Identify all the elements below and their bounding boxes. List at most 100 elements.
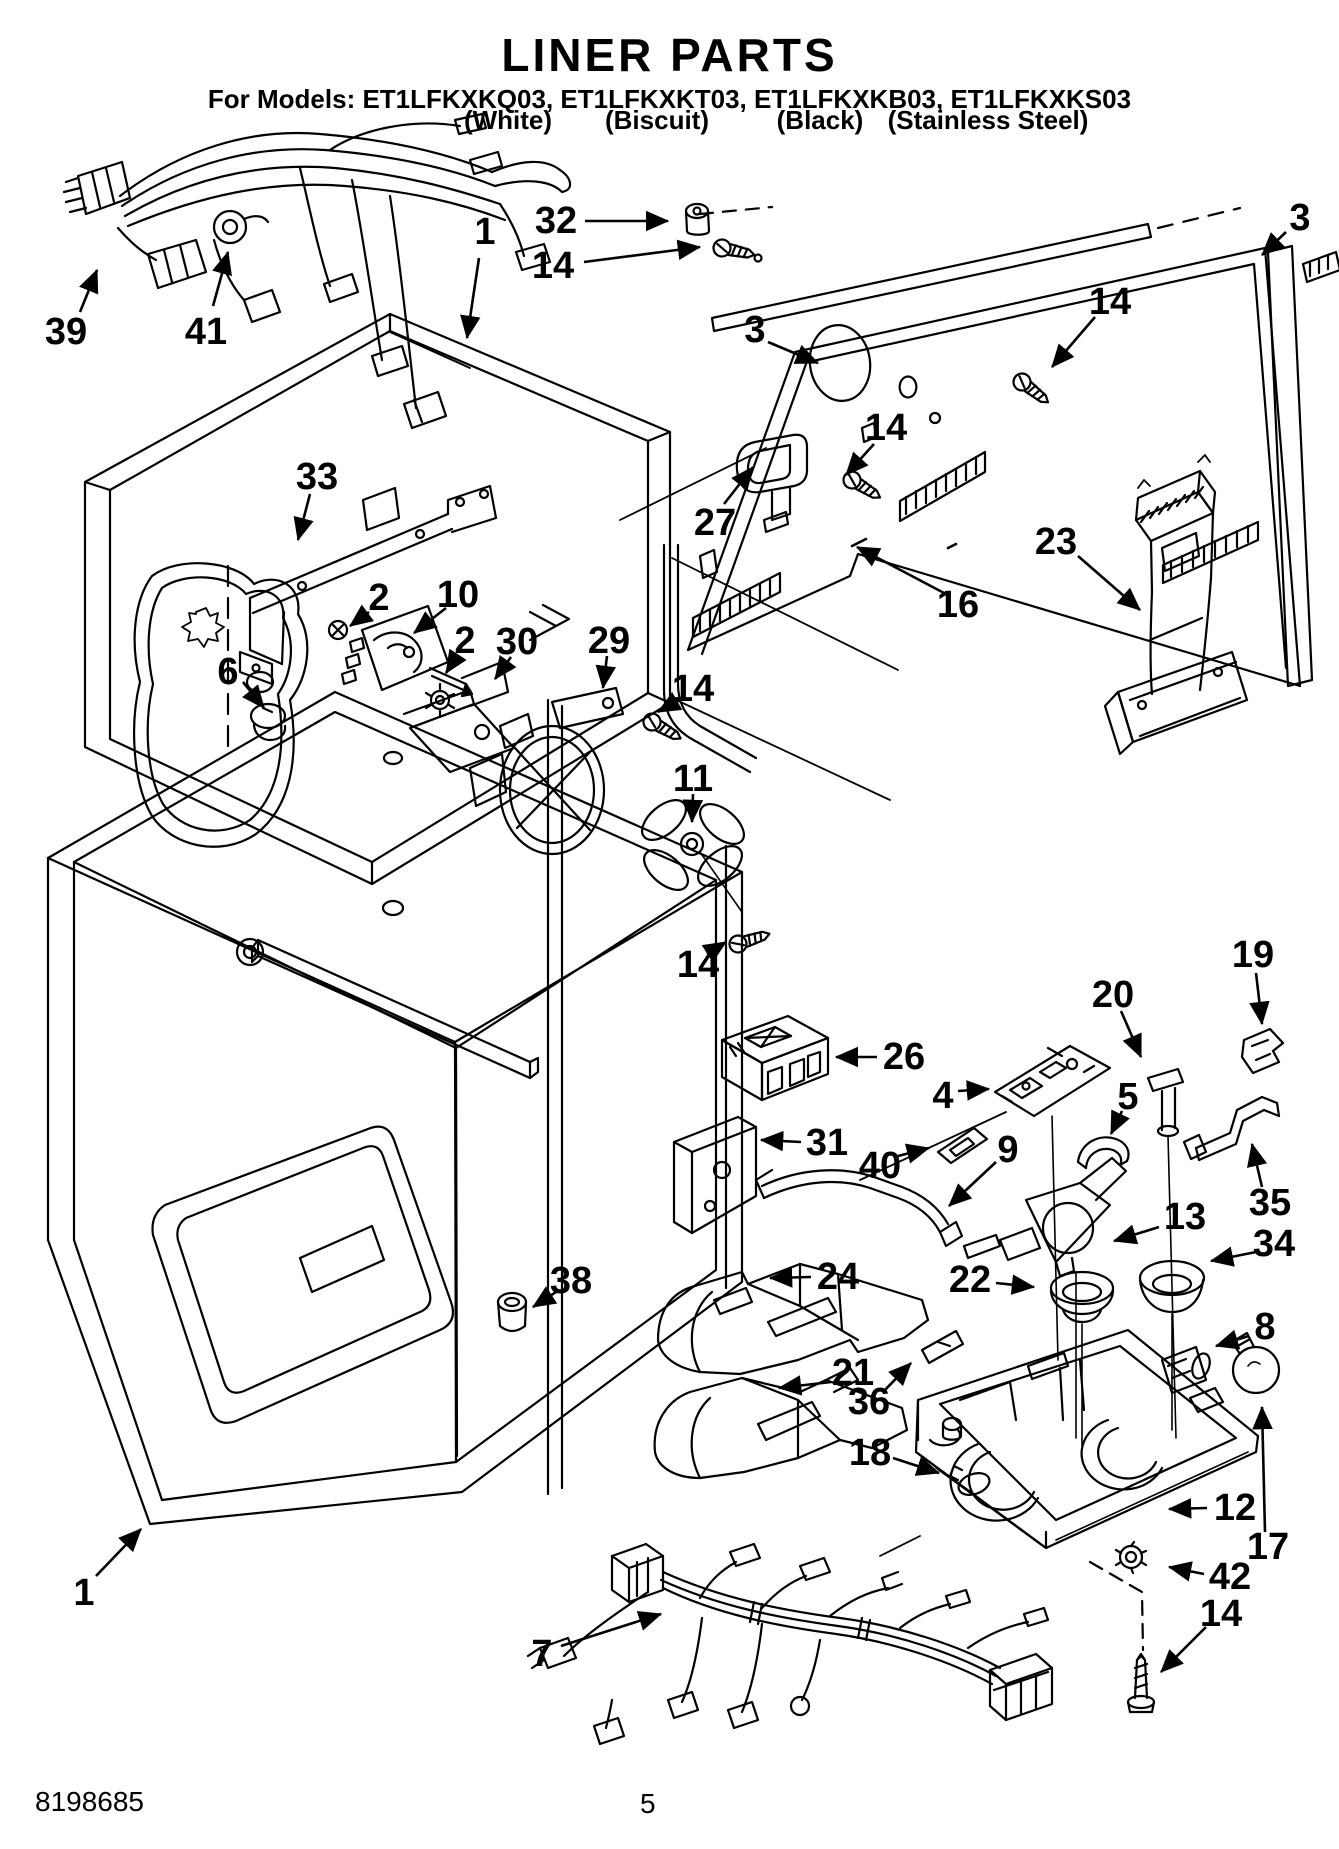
finish-label: (Stainless Steel) [887,105,1089,135]
callout-arrow [1077,555,1141,611]
air-tower-23 [1103,454,1249,756]
callout-arrow [759,1130,802,1152]
callout-arrow [444,648,467,674]
finish-label: (Black) [776,105,864,135]
callout-number: 2 [454,620,475,662]
callout-number: 1 [73,1572,94,1614]
fan-shroud-29 [468,543,758,856]
control-board-4 [993,1044,1112,1361]
bowl-34 [1138,1259,1206,1431]
bracket-33 [238,484,498,686]
leader-dash-42-14 [1088,1560,1145,1652]
page-title: LINER PARTS [501,29,838,81]
lamp-console-12 [914,1328,1260,1550]
foam-duct-21 [653,1366,909,1480]
wire-harness-top [62,112,572,430]
callout-arrow [1247,1142,1268,1188]
callout-arrow [595,655,616,690]
callout-arrow [95,1528,142,1577]
callout-arrow [1209,1246,1257,1267]
callout-number: 24 [817,1256,859,1298]
callout-arrow [1214,1329,1250,1350]
callout-number: 30 [496,621,538,663]
standoff-32 [684,202,711,236]
callout-number: 39 [45,311,87,353]
callout-arrow [1112,1224,1160,1245]
c-ring-5 [1076,1136,1130,1170]
callout-number: 13 [1164,1196,1206,1238]
callout-arrow [995,1274,1036,1295]
models-line: For Models: ET1LFKXKQ03, ET1LFKXKT03, ET… [207,84,1132,114]
callout-number: 32 [535,200,577,242]
callout-number: 4 [932,1075,953,1117]
callout-number: 11 [673,758,713,800]
callout-arrow [957,1080,991,1101]
callout-number: 7 [531,1633,552,1675]
callout-number: 8 [1254,1306,1275,1348]
callout-number: 23 [1035,521,1077,563]
callout-number: 35 [1249,1182,1291,1224]
callout-number: 38 [550,1260,592,1302]
nut-42 [1114,1540,1148,1575]
callout-arrow [1261,231,1287,256]
stem-20 [1146,1067,1185,1439]
callout-number: 40 [859,1145,901,1187]
callout-arrow [583,239,702,264]
document-number: 8198685 [35,1786,145,1817]
callout-number: 5 [1117,1076,1138,1118]
callout-arrow [493,654,517,680]
callout-arrow [1252,1405,1273,1533]
callout-arrow [560,1610,663,1648]
callout-arrow [532,1286,558,1309]
callout-number: 14 [532,245,574,287]
callout-number: 3 [1289,197,1310,239]
callout-number: 6 [217,651,238,693]
callout-arrow [1051,316,1096,368]
callout-number: 14 [672,668,714,710]
plate-31 [672,1115,758,1235]
callout-arrow [845,443,875,476]
construction-lines [389,331,1007,1557]
callout-arrow [682,793,704,824]
screw-14e [726,924,774,956]
wire-harness-7 [526,1542,1054,1746]
thermostat-10 [340,604,474,698]
callout-number: 21 [832,1352,874,1394]
callout-arrow [211,250,232,307]
callout-number: 16 [937,584,979,626]
callout-number: 34 [1253,1223,1295,1265]
screw-2a [327,619,349,641]
diffuser-22 [1049,1270,1115,1447]
callout-number: 20 [1092,974,1134,1016]
callout-number: 18 [849,1432,891,1474]
clip-19 [1240,1027,1285,1075]
main-liner-body [46,690,744,1526]
callout-number: 31 [806,1122,848,1164]
callout-arrow [293,493,314,542]
callout-number: 26 [883,1036,925,1078]
clip-40 [936,1126,989,1165]
callout-arrow [897,1143,931,1164]
callout-arrow [241,681,266,709]
callout-number: 41 [185,311,227,353]
finish-label: (Biscuit) [605,105,709,135]
foam-duct-24 [656,1262,930,1376]
bracket-35 [1182,1095,1281,1162]
callout-number: 19 [1232,934,1274,976]
callout-arrow [1109,1109,1130,1136]
callout-arrow [1160,1626,1207,1673]
callout-number: 22 [949,1259,991,1301]
callout-number: 9 [997,1129,1018,1171]
callout-arrow [855,545,945,595]
callout-number: 27 [694,502,736,544]
callout-arrow [892,1456,941,1476]
callout-number: 14 [677,944,719,986]
callout-number: 42 [1209,1556,1251,1598]
callout-number: 14 [1200,1593,1242,1635]
callout-arrow [349,604,375,628]
callout-number: 17 [1247,1526,1289,1568]
callout-number: 1 [474,211,495,253]
callout-number: 14 [865,407,907,449]
